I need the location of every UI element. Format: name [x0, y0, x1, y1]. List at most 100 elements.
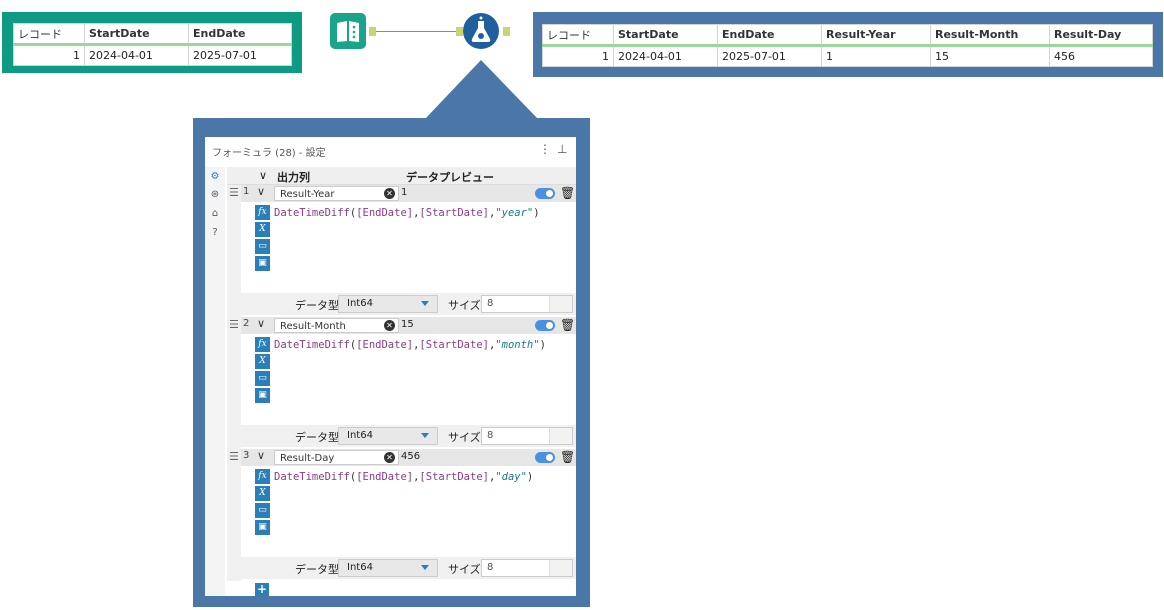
output-header-startdate: StartDate	[613, 24, 718, 47]
formula-tool-flask-icon[interactable]	[463, 13, 499, 49]
output-anchor[interactable]	[369, 27, 376, 36]
formula-output-anchor[interactable]	[503, 27, 510, 36]
add-expression-button[interactable]: +	[255, 582, 269, 596]
expression-buttons: fx X ▭ ▣	[255, 337, 271, 405]
book-icon	[337, 21, 359, 42]
output-table: レコード StartDate EndDate Result-Year Resul…	[542, 24, 1153, 67]
config-sidebar: ⚙ ⊛ ⌂ ?	[205, 167, 225, 596]
config-title: フォーミュラ (28) - 設定	[212, 148, 326, 159]
input-cell-record: 1	[13, 44, 85, 66]
size-label: サイズ:	[448, 299, 485, 312]
clear-icon[interactable]: ✕	[384, 452, 395, 463]
variable-icon[interactable]: X	[255, 222, 270, 237]
function-icon[interactable]: fx	[255, 205, 270, 220]
expression-buttons: fx X ▭ ▣	[255, 469, 271, 537]
save-icon[interactable]: ▣	[255, 256, 270, 271]
open-folder-icon[interactable]: ▭	[255, 503, 270, 518]
output-cell-result-day: 456	[1049, 45, 1153, 67]
row-number: 2	[243, 318, 250, 329]
data-type-label: データ型:	[295, 431, 343, 444]
data-type-label: データ型:	[295, 299, 343, 312]
trash-icon[interactable]: 🗑	[560, 186, 576, 200]
enable-toggle[interactable]	[535, 320, 555, 331]
data-type-label: データ型:	[295, 563, 343, 576]
expression-row-2: ☰ 2 ∨ Result-Month ✕ 15 🗑 fx X ▭ ▣ DateT…	[227, 317, 576, 449]
clear-icon[interactable]: ✕	[384, 188, 395, 199]
input-anchor[interactable]	[456, 27, 463, 36]
drag-handle[interactable]: ☰	[227, 317, 241, 449]
type-row: データ型: Int64 サイズ: 8	[241, 425, 576, 447]
expression-buttons: fx X ▭ ▣	[255, 205, 271, 273]
size-label: サイズ:	[448, 431, 485, 444]
size-input[interactable]: 8	[481, 295, 573, 313]
expression-row-1: ☰ 1 ∨ Result-Year ✕ 1 🗑 fx X ▭ ▣ DateTim…	[227, 185, 576, 317]
table-row[interactable]: 1 2024-04-01 2025-07-01 1 15 456	[542, 45, 1153, 67]
variable-icon[interactable]: X	[255, 486, 270, 501]
field-name-input[interactable]: Result-Year	[274, 186, 399, 201]
formula-config-window: フォーミュラ (28) - 設定 ⋮ ⊥ ⚙ ⊛ ⌂ ? ∨ 出力列 データプレ…	[205, 137, 576, 596]
type-row: データ型: Int64 サイズ: 8	[241, 293, 576, 315]
chevron-down-icon[interactable]: ∨	[257, 185, 266, 198]
output-cell-enddate: 2025-07-01	[717, 45, 822, 67]
drag-handle[interactable]: ☰	[227, 185, 241, 317]
output-header-result-day: Result-Day	[1049, 24, 1153, 47]
help-icon[interactable]: ?	[212, 227, 218, 238]
preview-value: 1	[401, 187, 408, 198]
table-row[interactable]: 1 2024-04-01 2025-07-01	[13, 44, 292, 66]
save-icon[interactable]: ▣	[255, 388, 270, 403]
size-label: サイズ:	[448, 563, 485, 576]
input-header-record: レコード	[13, 23, 85, 46]
more-options-icon[interactable]: ⋮	[539, 142, 551, 156]
caret-down-icon	[421, 433, 429, 438]
expression-editor[interactable]: DateTimeDiff([EndDate],[StartDate],"day"…	[274, 471, 534, 483]
field-name-input[interactable]: Result-Day	[274, 450, 399, 465]
enable-toggle[interactable]	[535, 188, 555, 199]
connection-line	[376, 31, 458, 32]
size-input[interactable]: 8	[481, 559, 573, 577]
expression-row-3: ☰ 3 ∨ Result-Day ✕ 456 🗑 fx X ▭ ▣ DateTi…	[227, 449, 576, 581]
data-type-select[interactable]: Int64	[338, 427, 438, 445]
output-header-result-month: Result-Month	[930, 24, 1050, 47]
input-cell-enddate: 2025-07-01	[188, 44, 292, 66]
pin-icon[interactable]: ⊥	[557, 142, 568, 156]
input-table: レコード StartDate EndDate 1 2024-04-01 2025…	[13, 23, 292, 66]
function-icon[interactable]: fx	[255, 469, 270, 484]
variable-icon[interactable]: X	[255, 354, 270, 369]
trash-icon[interactable]: 🗑	[560, 318, 576, 332]
open-folder-icon[interactable]: ▭	[255, 371, 270, 386]
function-icon[interactable]: fx	[255, 337, 270, 352]
field-name-input[interactable]: Result-Month	[274, 318, 399, 333]
input-cell-startdate: 2024-04-01	[84, 44, 189, 66]
caret-down-icon	[421, 301, 429, 306]
size-input[interactable]: 8	[481, 427, 573, 445]
expressions-header: ∨ 出力列 データプレビュー	[227, 167, 576, 185]
output-header-result-year: Result-Year	[821, 24, 931, 47]
gear-icon[interactable]: ⚙	[210, 171, 220, 182]
stepper-icon[interactable]	[549, 560, 572, 576]
collapse-all-icon[interactable]: ∨	[259, 169, 268, 182]
clear-icon[interactable]: ✕	[384, 320, 395, 331]
data-type-select[interactable]: Int64	[338, 559, 438, 577]
trash-icon[interactable]: 🗑	[560, 450, 576, 464]
plugin-icon[interactable]: ⊛	[210, 189, 220, 200]
chevron-down-icon[interactable]: ∨	[257, 317, 266, 330]
preview-column-header: データプレビュー	[406, 171, 494, 184]
output-cell-startdate: 2024-04-01	[613, 45, 718, 67]
stepper-icon[interactable]	[549, 296, 572, 312]
preview-value: 15	[401, 319, 414, 330]
tag-icon[interactable]: ⌂	[211, 208, 219, 219]
enable-toggle[interactable]	[535, 452, 555, 463]
expression-editor[interactable]: DateTimeDiff([EndDate],[StartDate],"year…	[274, 207, 540, 219]
chevron-down-icon[interactable]: ∨	[257, 449, 266, 462]
row-number: 1	[243, 186, 250, 197]
input-tool-book-icon[interactable]	[330, 13, 366, 49]
open-folder-icon[interactable]: ▭	[255, 239, 270, 254]
flask-icon	[471, 16, 491, 42]
data-type-select[interactable]: Int64	[338, 295, 438, 313]
stepper-icon[interactable]	[549, 428, 572, 444]
row-number: 3	[243, 450, 250, 461]
drag-handle[interactable]: ☰	[227, 449, 241, 581]
save-icon[interactable]: ▣	[255, 520, 270, 535]
expression-editor[interactable]: DateTimeDiff([EndDate],[StartDate],"mont…	[274, 339, 546, 351]
